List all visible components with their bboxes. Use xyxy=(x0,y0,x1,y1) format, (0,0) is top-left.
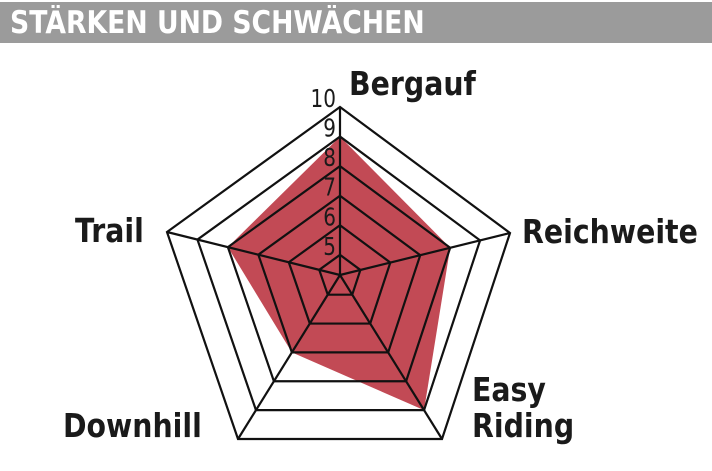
radar-grid xyxy=(165,105,512,441)
grid-ring-10 xyxy=(165,105,512,441)
axis-label-downhill: Downhill xyxy=(63,406,202,445)
axis-spoke xyxy=(166,230,341,277)
tick-label-8: 8 xyxy=(323,144,336,173)
grid-ring-5 xyxy=(317,253,362,296)
grid-ring-9 xyxy=(196,135,482,412)
axis-label-trail: Trail xyxy=(75,211,144,250)
tick-label-7: 7 xyxy=(323,174,336,203)
axis-label-easy-riding-line1: Easy xyxy=(472,370,546,409)
axis-label-bergauf: Bergauf xyxy=(349,64,476,103)
grid-ring-6 xyxy=(287,223,392,325)
axis-label-easy-riding-line2: Riding xyxy=(472,406,575,445)
axis-spoke xyxy=(339,274,443,440)
tick-label-6: 6 xyxy=(323,203,336,232)
axis-spoke xyxy=(237,274,341,440)
chart-title: STÄRKEN UND SCHWÄCHEN xyxy=(10,5,425,41)
tick-label-10: 10 xyxy=(311,85,336,114)
axis-spoke xyxy=(339,231,511,277)
tick-label-9: 9 xyxy=(323,114,336,143)
tick-label-5: 5 xyxy=(323,233,336,262)
header-bar: STÄRKEN UND SCHWÄCHEN xyxy=(0,2,712,43)
grid-ring-8 xyxy=(226,164,452,383)
grid-ring-7 xyxy=(257,194,422,354)
axis-label-reichweite: Reichweite xyxy=(522,212,698,251)
